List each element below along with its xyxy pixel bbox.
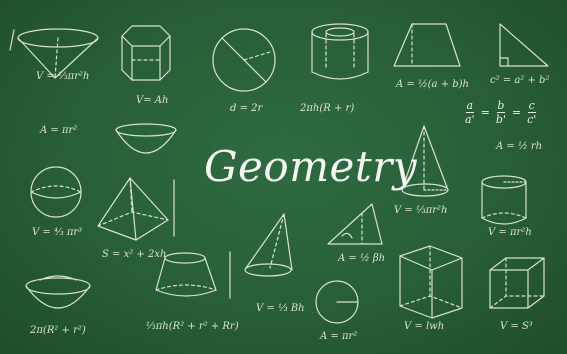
hollow-cylinder-drawing [311, 23, 369, 80]
small-cone-drawing [244, 213, 293, 277]
trapezoid-drawing [393, 23, 461, 67]
triangle-area-formula: A = ½ βh [338, 253, 386, 264]
fraction-a-denominator: a' [465, 113, 475, 126]
trapezoid-area-formula: A = ½(a + b)h [396, 79, 469, 90]
cylinder-drawing [481, 175, 527, 225]
sphere-drawing [30, 166, 82, 218]
box-volume-formula: V = lwh [404, 321, 445, 332]
inverted-cone-drawing [9, 28, 99, 79]
prism-volume-formula: V= Ah [136, 95, 169, 106]
cone-volume-formula: V = ⅓πr²h [36, 71, 90, 82]
bowl-area-formula: 2π(R² + r²) [30, 325, 86, 336]
hexagonal-prism-drawing [121, 25, 171, 81]
circle-area-formula: A = πr² [320, 331, 358, 342]
fraction-b-numerator: b [497, 99, 505, 112]
cone-area-formula: A = ½ rh [496, 141, 543, 152]
cylinder-volume-formula: V = πr²h [488, 227, 532, 238]
diameter-formula: d = 2r [230, 103, 263, 114]
hemisphere-area-formula: A = πr² [40, 125, 78, 136]
geometry-title: Geometry [204, 142, 418, 191]
fraction-c-denominator: c' [527, 113, 537, 126]
frustum-drawing [155, 251, 231, 299]
cone-drawing [401, 125, 449, 197]
bowl-drawing [25, 275, 91, 309]
pyramid-surface-formula: S = x² + 2xh [102, 249, 167, 260]
pythagoras-formula: c² = a² + b² [490, 75, 550, 86]
small-cone-volume-formula: V = ⅓ Bh [256, 303, 305, 314]
fraction-b-denominator: b' [495, 113, 506, 126]
cube-drawing [489, 257, 545, 309]
fraction-a-numerator: a [466, 99, 474, 112]
fraction-c-numerator: c [528, 99, 535, 112]
sphere-volume-formula: V = ⁴⁄₃ πr³ [32, 227, 83, 238]
right-triangle-drawing [499, 23, 549, 67]
frustum-volume-formula: ⅓πh(R² + r² + Rr) [146, 321, 239, 332]
circle-diameter-drawing [212, 28, 276, 92]
triangle-drawing [327, 203, 383, 245]
cube-volume-formula: V = S³ [500, 321, 533, 332]
cylinder-surface-formula: 2πh(R + r) [300, 103, 355, 114]
pyramid-drawing [97, 177, 175, 241]
hemisphere-drawing [115, 123, 177, 154]
box-drawing [399, 245, 463, 319]
circle-radius-drawing [315, 280, 359, 324]
cone2-volume-formula: V = ⅓πr²h [394, 205, 448, 216]
